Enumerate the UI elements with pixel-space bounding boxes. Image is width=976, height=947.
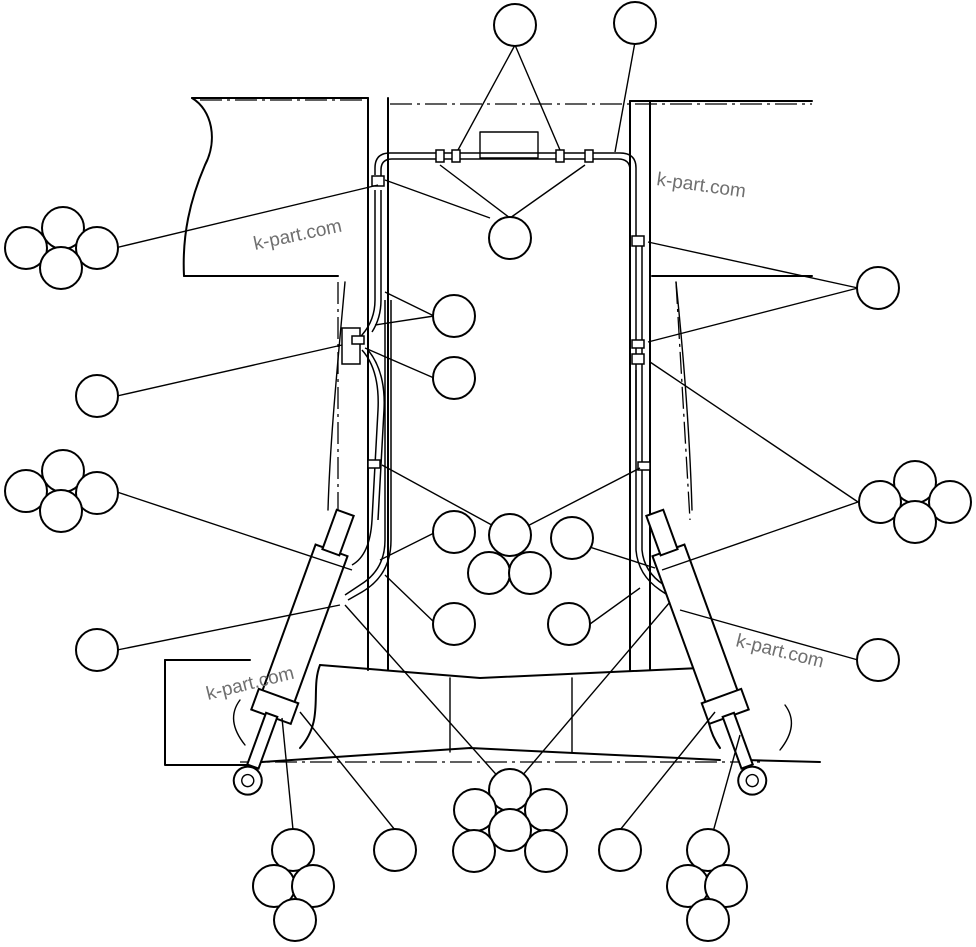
callout-balloon: [613, 1, 657, 45]
callout-balloon: [856, 638, 900, 682]
callout-balloon: [75, 628, 119, 672]
callout-balloons: [4, 1, 972, 942]
callout-balloon: [493, 3, 537, 47]
callout-balloon: [373, 828, 417, 872]
callout-cluster: [4, 449, 119, 533]
watermark-text: k-part.com: [734, 630, 826, 672]
callout-balloon: [488, 216, 532, 260]
left-cylinder: [232, 508, 355, 796]
callout-balloon: [432, 510, 476, 554]
callout-balloon: [550, 516, 594, 560]
watermark-text: k-part.com: [252, 216, 344, 255]
callout-balloon: [75, 374, 119, 418]
callout-balloon: [598, 828, 642, 872]
callout-balloon: [547, 602, 591, 646]
callout-cluster: [452, 768, 568, 873]
callout-balloon: [432, 294, 476, 338]
frame-outline: [182, 97, 813, 671]
callout-cluster: [858, 460, 972, 544]
callout-balloon: [432, 602, 476, 646]
callout-cluster: [4, 206, 119, 290]
bottom-crossmember: [164, 659, 821, 766]
hydraulic-lines: [341, 149, 673, 601]
callout-balloon: [856, 266, 900, 310]
callout-cluster: [666, 828, 748, 942]
callout-balloon: [432, 356, 476, 400]
watermark-text: k-part.com: [655, 169, 747, 202]
leader-lines: [114, 41, 859, 851]
right-cylinder: [645, 508, 793, 796]
callout-cluster: [467, 513, 552, 595]
callout-cluster: [252, 828, 335, 942]
